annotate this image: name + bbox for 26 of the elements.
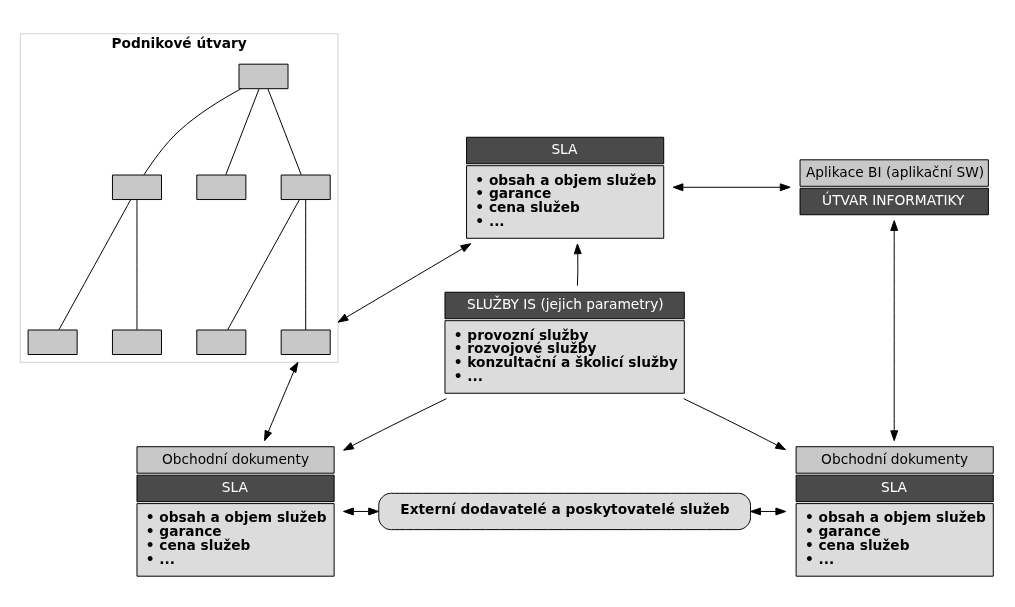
arrow: [343, 507, 379, 515]
cluster: Podnikové útvary: [19, 32, 339, 363]
arrow: [573, 242, 582, 286]
arrow: [343, 397, 447, 451]
arrow: [683, 397, 787, 450]
node-box: [196, 329, 247, 355]
connector: [58, 198, 132, 330]
node-box: [111, 174, 162, 200]
arrow: [264, 361, 299, 441]
node-box: [280, 329, 331, 355]
connector: [305, 198, 307, 330]
node-box: [196, 174, 247, 200]
arrow: [672, 182, 791, 191]
arrow: [337, 242, 472, 323]
node-box: [280, 174, 331, 200]
arrow: [890, 219, 899, 441]
node-box: [238, 63, 289, 89]
connector: [227, 198, 300, 330]
node-box: [27, 329, 78, 355]
connector: [225, 88, 260, 175]
connector: [143, 87, 242, 175]
connector: [267, 88, 302, 175]
node-box: Externí dodavatelé a poskytovatelé služeb: [378, 492, 751, 530]
connector: [136, 198, 138, 330]
arrow: [750, 507, 787, 515]
node-box: [111, 329, 162, 355]
